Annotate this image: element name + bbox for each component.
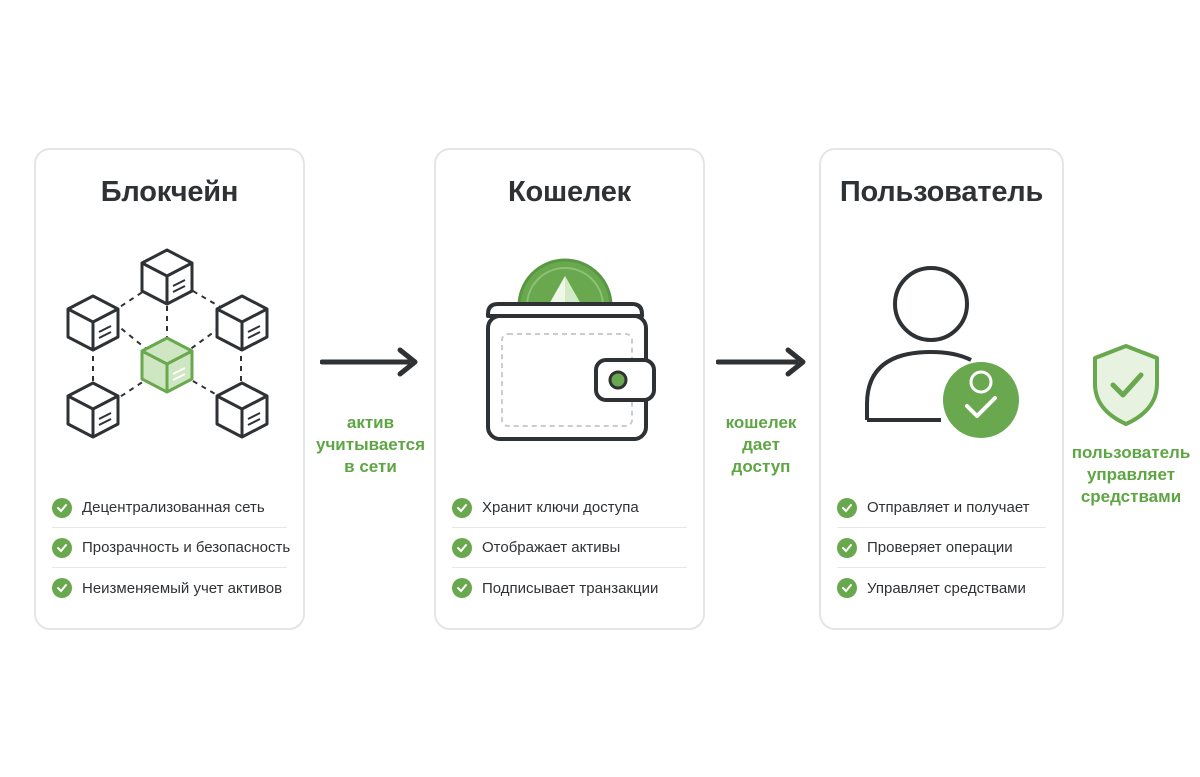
flow-label-line: актив xyxy=(346,413,395,432)
wallet-ethereum-icon xyxy=(436,236,703,456)
list-item: Подписывает транзакции xyxy=(452,568,687,608)
verified-badge-icon xyxy=(943,362,1019,438)
check-icon xyxy=(837,578,857,598)
flow-label-line: в сети xyxy=(344,457,397,476)
flow-label-line: пользователь xyxy=(1071,443,1191,462)
card-title: Блокчейн xyxy=(100,176,239,208)
cube-icon xyxy=(140,248,194,306)
feature-list: Децентрализованная сеть Прозрачность и б… xyxy=(52,488,291,608)
user-card: Пользователь Отправляет и получает Прове… xyxy=(819,148,1064,630)
list-item: Проверяет операции xyxy=(837,528,1046,568)
flow-label-line: управляет xyxy=(1086,465,1176,484)
cube-highlight-icon xyxy=(140,336,194,394)
cube-icon xyxy=(66,294,120,352)
feature-list: Отправляет и получает Проверяет операции… xyxy=(837,488,1046,608)
cube-icon xyxy=(66,381,120,439)
arrow-right-icon xyxy=(320,347,418,377)
check-icon xyxy=(837,497,857,518)
check-icon xyxy=(837,537,857,558)
list-item: Неизменяемый учет активов xyxy=(52,568,287,608)
shield-check-icon xyxy=(1093,344,1159,426)
check-icon xyxy=(52,497,72,518)
feature-label: Отображает активы xyxy=(482,539,621,556)
flow-label-asset: актив учитывается в сети xyxy=(308,412,433,478)
list-item: Отправляет и получает xyxy=(837,488,1046,528)
list-item: Управляет средствами xyxy=(837,568,1046,608)
user-icon xyxy=(865,266,972,422)
flow-label-line: доступ xyxy=(731,457,791,476)
blockchain-network-icon xyxy=(36,236,303,456)
check-icon xyxy=(52,578,72,598)
arrow-right-icon xyxy=(716,347,806,377)
check-icon xyxy=(52,537,72,558)
feature-label: Прозрачность и безопасность xyxy=(82,539,291,556)
flow-label-wallet: кошелек дает доступ xyxy=(706,412,816,478)
cube-icon xyxy=(215,381,269,439)
list-item: Хранит ключи доступа xyxy=(452,488,687,528)
feature-label: Децентрализованная сеть xyxy=(82,499,265,516)
list-item: Прозрачность и безопасность xyxy=(52,528,291,568)
flow-label-line: средствами xyxy=(1080,487,1182,506)
feature-list: Хранит ключи доступа Отображает активы П… xyxy=(452,488,687,608)
cube-icon xyxy=(215,294,269,352)
check-icon xyxy=(452,578,472,598)
card-title: Кошелек xyxy=(508,176,631,208)
user-verified-icon xyxy=(821,236,1062,456)
feature-label: Управляет средствами xyxy=(867,579,1026,597)
feature-label: Неизменяемый учет активов xyxy=(82,579,283,597)
wallet-card: Кошелек Хранит ключи доступа xyxy=(434,148,705,630)
feature-label: Хранит ключи доступа xyxy=(482,499,639,516)
card-title: Пользователь xyxy=(839,176,1044,208)
feature-label: Отправляет и получает xyxy=(867,499,1030,516)
flow-label-user: пользователь управляет средствами xyxy=(1066,442,1196,508)
blockchain-card: Блокчейн xyxy=(34,148,305,630)
list-item: Отображает активы xyxy=(452,528,687,568)
list-item: Децентрализованная сеть xyxy=(52,488,287,528)
wallet-icon xyxy=(486,302,656,441)
feature-label: Подписывает транзакции xyxy=(482,579,659,597)
flow-label-line: дает xyxy=(742,435,780,454)
feature-label: Проверяет операции xyxy=(867,539,1013,556)
check-icon xyxy=(452,537,472,558)
flow-label-line: кошелек xyxy=(725,413,797,432)
check-icon xyxy=(452,497,472,518)
flow-label-line: учитывается xyxy=(315,435,425,454)
